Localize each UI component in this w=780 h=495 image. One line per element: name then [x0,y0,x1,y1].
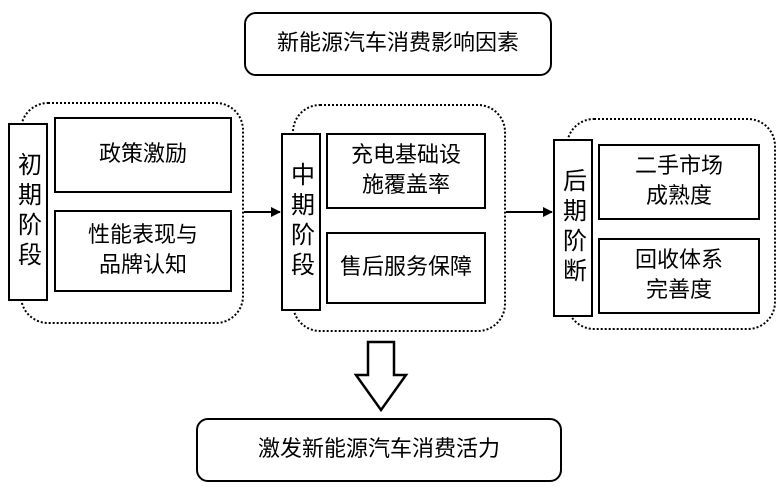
stage-1-factor-2: 性能表现与 品牌认知 [54,210,232,292]
stage-2-factor-2: 售后服务保障 [326,232,486,304]
stage-1-factor-1: 政策激励 [54,117,232,193]
stage-3-label: 后期阶断 [553,139,593,317]
down-arrow-to-result [353,340,409,413]
stage-2-label: 中期阶段 [281,133,321,311]
stage-2-factor-1: 充电基础设 施覆盖率 [326,133,486,209]
result-text: 激发新能源汽车消费活力 [257,437,500,462]
diagram-title: 新能源汽车消费影响因素 [276,31,519,56]
stage-1-label: 初期阶段 [8,123,48,301]
stage-3-factor-2: 回收体系 完善度 [598,238,760,314]
diagram-title-box: 新能源汽车消费影响因素 [244,12,552,76]
result-box: 激发新能源汽车消费活力 [196,418,562,482]
stage-3-factor-1: 二手市场 成熟度 [598,144,760,220]
